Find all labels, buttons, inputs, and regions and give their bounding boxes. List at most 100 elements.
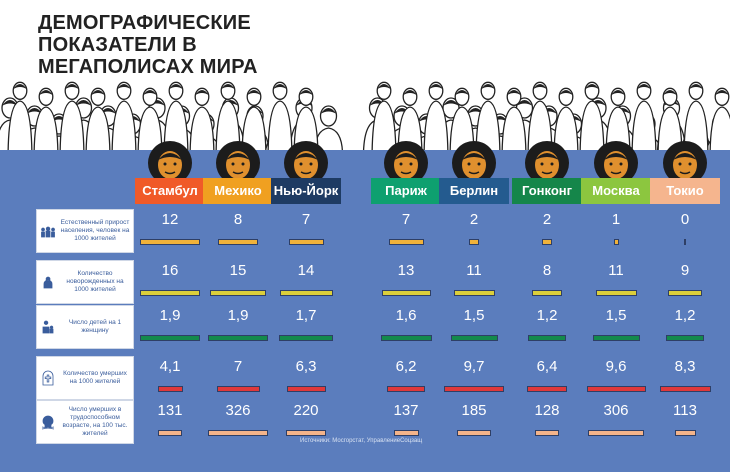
value-bar: [668, 290, 702, 296]
person-icon: [189, 87, 215, 152]
face-avatar-icon: [216, 141, 260, 185]
value-label: 14: [297, 262, 315, 279]
face-avatar-icon: [663, 141, 707, 185]
metric-label-text: Количество умерших на 1000 жителей: [63, 370, 127, 385]
person-icon: [423, 81, 449, 152]
person-icon: [631, 81, 657, 152]
metric-label-text: Естественный прирост населения, человек …: [60, 219, 130, 242]
value-bar: [380, 335, 432, 341]
mother-child-icon: [42, 320, 54, 334]
metric-label-text: Число умерших в трудоспособном возрасте,…: [62, 406, 128, 437]
value-bar: [444, 386, 504, 392]
title-line-3: МЕГАПОЛИСАХ МИРА: [38, 56, 258, 78]
value-bar: [210, 290, 266, 296]
page-title: ДЕМОГРАФИЧЕСКИЕ ПОКАЗАТЕЛИ В МЕГАПОЛИСАХ…: [38, 12, 318, 78]
value-label: 1,5: [463, 307, 485, 324]
value-label: 131: [157, 402, 183, 419]
value-label: 9,7: [463, 358, 485, 375]
person-icon: [371, 81, 397, 152]
metric-label-text: Количество новорожденных на 1000 жителей: [66, 270, 124, 293]
crowd-illustration: [0, 81, 730, 152]
value-label: 1,5: [605, 307, 627, 324]
person-icon: [475, 81, 501, 152]
person-icon: [657, 87, 683, 152]
face-avatar-icon: [452, 141, 496, 185]
value-label: 11: [466, 262, 482, 279]
value-bar: [613, 239, 619, 245]
value-bar: [595, 290, 637, 296]
city-column-4: Париж: [371, 140, 441, 204]
person-icon: [579, 81, 605, 152]
value-label: 6,3: [295, 358, 317, 375]
value-bar: [216, 386, 260, 392]
value-bar: [586, 386, 646, 392]
person-icon: [553, 87, 579, 152]
metric-label-3: Число детей на 1 женщину: [36, 305, 134, 349]
value-label: 2: [542, 211, 552, 228]
value-label: 0: [680, 211, 690, 228]
value-label: 2: [469, 211, 479, 228]
person-icon: [527, 81, 553, 152]
value-bar: [279, 335, 333, 341]
tombstone-icon: [42, 370, 54, 386]
value-label: 6,4: [536, 358, 558, 375]
value-label: 306: [603, 402, 629, 419]
metric-label-text: Число детей на 1 женщину: [68, 319, 122, 334]
city-name-label: Стамбул: [135, 178, 205, 204]
value-label: 1,6: [395, 307, 417, 324]
person-icon: [293, 87, 319, 152]
value-label: 7: [301, 211, 311, 228]
city-column-8: Токио: [650, 140, 720, 204]
source-note: Источники: Мосгорстат, УправлениеСоцзащ: [300, 438, 423, 444]
person-icon: [397, 87, 423, 152]
city-column-2: Мехико: [203, 140, 273, 204]
person-icon: [709, 87, 730, 152]
value-bar: [542, 239, 552, 245]
value-bar: [469, 239, 479, 245]
city-column-3: Нью-Йорк: [271, 140, 341, 204]
value-bar: [140, 239, 200, 245]
value-label: 1,9: [159, 307, 181, 324]
value-label: 1,7: [295, 307, 317, 324]
title-line-2: ПОКАЗАТЕЛИ В: [38, 34, 197, 56]
person-icon: [85, 87, 111, 152]
value-bar: [457, 430, 491, 436]
value-bar: [157, 386, 183, 392]
value-bar: [528, 335, 566, 341]
value-bar: [387, 386, 425, 392]
value-label: 1: [611, 211, 621, 228]
person-icon: [605, 87, 631, 152]
value-label: 4,1: [159, 358, 181, 375]
value-bar: [158, 430, 182, 436]
value-bar: [208, 335, 268, 341]
value-label: 16: [161, 262, 179, 279]
face-avatar-icon: [525, 141, 569, 185]
city-column-5: Берлин: [439, 140, 509, 204]
value-label: 1,2: [536, 307, 558, 324]
city-column-1: Стамбул: [135, 140, 205, 204]
title-line-1: ДЕМОГРАФИЧЕСКИЕ: [38, 12, 251, 34]
family-icon: [41, 226, 55, 238]
city-column-6: Гонконг: [512, 140, 582, 204]
metric-label-1: Естественный прирост населения, человек …: [36, 209, 134, 253]
value-label: 185: [461, 402, 487, 419]
value-label: 113: [673, 402, 697, 419]
baby-icon: [43, 276, 53, 289]
value-bar: [140, 290, 200, 296]
city-name-label: Нью-Йорк: [271, 178, 341, 204]
value-bar: [140, 335, 200, 341]
city-name-label: Токио: [650, 178, 720, 204]
value-label: 11: [608, 262, 624, 279]
value-bar: [592, 335, 640, 341]
person-icon: [215, 81, 241, 152]
skull-icon: [41, 415, 55, 430]
value-label: 137: [393, 402, 419, 419]
value-label: 220: [293, 402, 319, 419]
value-bar: [286, 386, 326, 392]
face-avatar-icon: [594, 141, 638, 185]
face-avatar-icon: [284, 141, 328, 185]
value-bar: [674, 430, 696, 436]
value-label: 7: [233, 358, 243, 375]
value-bar: [453, 290, 495, 296]
value-label: 13: [397, 262, 415, 279]
